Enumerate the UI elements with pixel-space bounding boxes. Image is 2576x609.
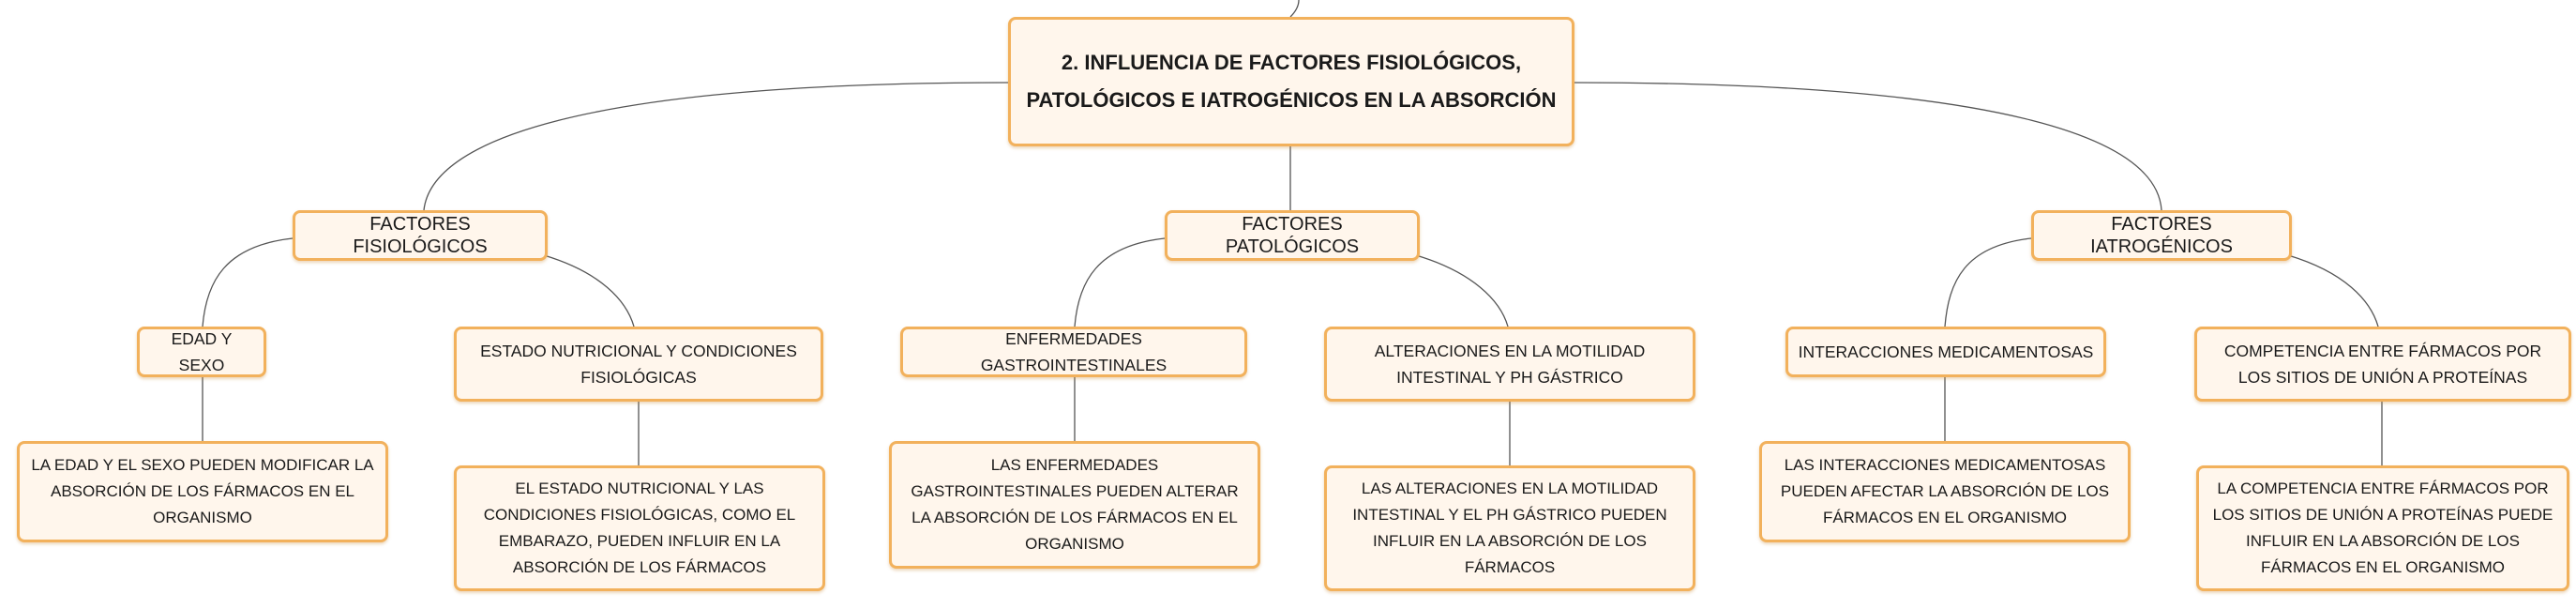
connector-patologicos-alteraciones [1415,254,1509,327]
topic-enfermedades-gastrointestinales-label: ENFERMEDADES GASTROINTESTINALES [980,329,1167,374]
connector-patologicos-enfermedades [1074,237,1166,327]
connector-iatrogenicos-competencia [2287,254,2379,327]
topic-enfermedades-gastrointestinales[interactable]: ENFERMEDADES GASTROINTESTINALES [900,327,1247,377]
topic-edad-sexo-label: EDAD Y SEXO [171,329,233,374]
connector-root-fisiologicos [423,82,1009,211]
connector-fisiologicos-estado [543,254,635,327]
detail-interacciones-medicamentosas[interactable]: LAS INTERACCIONES MEDICAMENTOSAS PUEDEN … [1759,441,2131,542]
branch-fisiologicos-label: FACTORES FISIOLÓGICOS [353,214,488,257]
connector-iatrogenicos-interacciones [1944,237,2032,327]
topic-competencia-farmacos-label: COMPETENCIA ENTRE FÁRMACOS POR LOS SITIO… [2223,342,2542,387]
topic-interacciones-medicamentosas[interactable]: INTERACCIONES MEDICAMENTOSAS [1785,327,2106,377]
topic-interacciones-medicamentosas-label: INTERACCIONES MEDICAMENTOSAS [1798,343,2094,361]
branch-patologicos[interactable]: FACTORES PATOLÓGICOS [1165,210,1420,261]
detail-edad-sexo-text: LA EDAD Y EL SEXO PUEDEN MODIFICAR LA AB… [31,456,374,526]
connector-fisiologicos-edad [202,237,294,327]
detail-edad-sexo[interactable]: LA EDAD Y EL SEXO PUEDEN MODIFICAR LA AB… [17,441,388,542]
topic-alteraciones-motilidad[interactable]: ALTERACIONES EN LA MOTILIDAD INTESTINAL … [1324,327,1695,402]
detail-competencia-farmacos[interactable]: LA COMPETENCIA ENTRE FÁRMACOS POR LOS SI… [2196,465,2569,591]
detail-interacciones-medicamentosas-text: LAS INTERACCIONES MEDICAMENTOSAS PUEDEN … [1780,456,2110,526]
topic-alteraciones-motilidad-label: ALTERACIONES EN LA MOTILIDAD INTESTINAL … [1374,342,1646,387]
topic-competencia-farmacos[interactable]: COMPETENCIA ENTRE FÁRMACOS POR LOS SITIO… [2194,327,2571,402]
root-node-label: 2. INFLUENCIA DE FACTORES FISIOLÓGICOS, … [1026,51,1557,112]
branch-patologicos-label: FACTORES PATOLÓGICOS [1225,214,1360,257]
detail-competencia-farmacos-text: LA COMPETENCIA ENTRE FÁRMACOS POR LOS SI… [2212,480,2553,576]
detail-enfermedades-gastrointestinales[interactable]: LAS ENFERMEDADES GASTROINTESTINALES PUED… [889,441,1260,569]
branch-iatrogenicos-label: FACTORES IATROGÉNICOS [2090,214,2233,257]
topic-estado-nutricional[interactable]: ESTADO NUTRICIONAL Y CONDICIONES FISIOLÓ… [454,327,823,402]
connector-root-iatrogenicos [1572,82,2162,211]
detail-estado-nutricional[interactable]: EL ESTADO NUTRICIONAL Y LAS CONDICIONES … [454,465,825,591]
topic-edad-sexo[interactable]: EDAD Y SEXO [137,327,266,377]
topic-estado-nutricional-label: ESTADO NUTRICIONAL Y CONDICIONES FISIOLÓ… [480,342,797,387]
detail-alteraciones-motilidad-text: LAS ALTERACIONES EN LA MOTILIDAD INTESTI… [1352,480,1667,576]
root-node[interactable]: 2. INFLUENCIA DE FACTORES FISIOLÓGICOS, … [1008,17,1574,146]
detail-enfermedades-gastrointestinales-text: LAS ENFERMEDADES GASTROINTESTINALES PUED… [911,456,1239,553]
branch-fisiologicos[interactable]: FACTORES FISIOLÓGICOS [293,210,548,261]
branch-iatrogenicos[interactable]: FACTORES IATROGÉNICOS [2031,210,2292,261]
connector-root-parent [1289,0,1300,18]
detail-alteraciones-motilidad[interactable]: LAS ALTERACIONES EN LA MOTILIDAD INTESTI… [1324,465,1695,591]
detail-estado-nutricional-text: EL ESTADO NUTRICIONAL Y LAS CONDICIONES … [483,480,796,576]
